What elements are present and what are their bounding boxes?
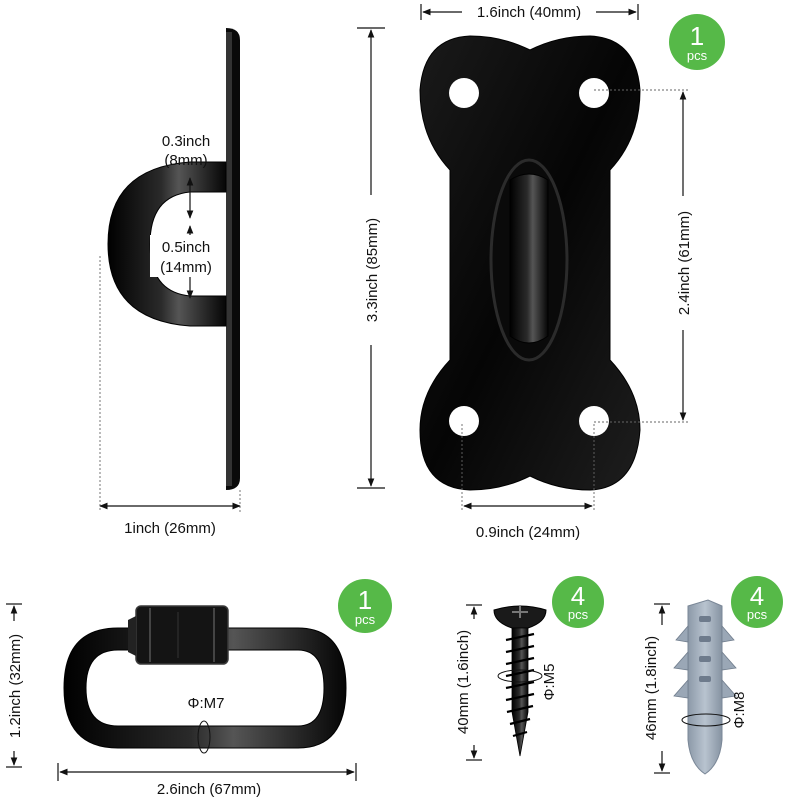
badge-number: 4: [750, 581, 764, 611]
side-view-plate-hook: 0.3inch (8mm) 0.5inch (14mm) 1inch (26mm…: [99, 28, 241, 537]
anchor-length-label-bg: [643, 625, 663, 751]
side-plate-edge: [226, 32, 232, 486]
badge-circle: [552, 576, 604, 628]
badge-unit: pcs: [568, 607, 589, 622]
badge-unit: pcs: [747, 607, 768, 622]
anchor-diameter-ring: [681, 713, 731, 727]
thread-left: [128, 616, 136, 656]
front-view-plate: 1.6inch (40mm) 2.4inch (61mm) 0.9inch (2…: [419, 2, 725, 541]
screw-length-label: 40mm (1.6inch): [455, 630, 472, 734]
screw-diameter-label: Φ:M5: [541, 664, 558, 701]
hole-vertical-label: 2.4inch (61mm): [676, 211, 693, 315]
plate-height-label: 3.3inch (85mm): [364, 218, 381, 322]
anchor-body: [687, 599, 723, 775]
badge-number: 4: [571, 581, 585, 611]
hole-bottom-left: [449, 406, 479, 436]
front-width-label-bg: [462, 2, 596, 22]
eye-loop: [509, 173, 549, 344]
anchor-slots: [699, 616, 711, 682]
ql-length-label: 2.6inch (67mm): [157, 781, 261, 798]
gap-label-bg: [150, 235, 222, 277]
front-width-label: 1.6inch (40mm): [477, 4, 581, 21]
height-label-bg: [362, 195, 380, 345]
gap-label-1: 0.5inch: [162, 239, 210, 256]
badge-number: 1: [690, 21, 704, 51]
screw-threads: [505, 632, 535, 738]
ql-diameter-label: Φ:M7: [188, 695, 225, 712]
hole-v-label-bg: [673, 196, 693, 330]
screw-diameter-ring: [497, 669, 543, 683]
quick-link-carabiner: 1.2inch (32mm) 2.6inch (67mm) Φ:M7 1 pcs: [4, 579, 392, 800]
screw-cross: [512, 606, 528, 618]
side-width-label: 1inch (26mm): [124, 520, 216, 537]
badge-unit: pcs: [355, 612, 376, 627]
anchor-fins: [673, 624, 737, 699]
ql-height-label-bg: [4, 621, 24, 751]
anchor-length-label: 46mm (1.8inch): [643, 636, 660, 740]
ql-height-label: 1.2inch (32mm): [7, 634, 24, 738]
quick-link-qty-badge: 1 pcs: [338, 579, 392, 633]
hole-horizontal-label: 0.9inch (24mm): [476, 524, 580, 541]
anchor-diameter-label: Φ:M8: [731, 692, 748, 729]
wall-anchor: 46mm (1.8inch) Φ:M8 4 pcs: [643, 576, 783, 775]
hole-top-left: [449, 78, 479, 108]
badge-unit: pcs: [687, 48, 708, 63]
side-hook-u: [107, 161, 227, 327]
badge-circle: [669, 14, 725, 70]
anchor-qty-badge: 4 pcs: [731, 576, 783, 628]
plate-height-dimension: 3.3inch (85mm): [357, 27, 385, 489]
hole-top-right: [579, 78, 609, 108]
gap-label-2: (14mm): [160, 259, 212, 276]
screw-qty-badge: 4 pcs: [552, 576, 604, 628]
screw: 40mm (1.6inch) Φ:M5 4 pcs: [455, 576, 604, 761]
badge-circle: [731, 576, 783, 628]
quick-link-ring: [63, 627, 347, 749]
badge-circle: [338, 579, 392, 633]
ql-diameter-ring: [197, 720, 211, 754]
badge-number: 1: [358, 585, 372, 615]
screw-length-label-bg: [455, 619, 475, 745]
thickness-label-1: 0.3inch: [162, 133, 210, 150]
plate-qty-badge: 1 pcs: [669, 14, 725, 70]
ql-length-label-bg: [142, 778, 278, 800]
hole-bottom-right: [579, 406, 609, 436]
thickness-label-2: (8mm): [164, 152, 207, 169]
